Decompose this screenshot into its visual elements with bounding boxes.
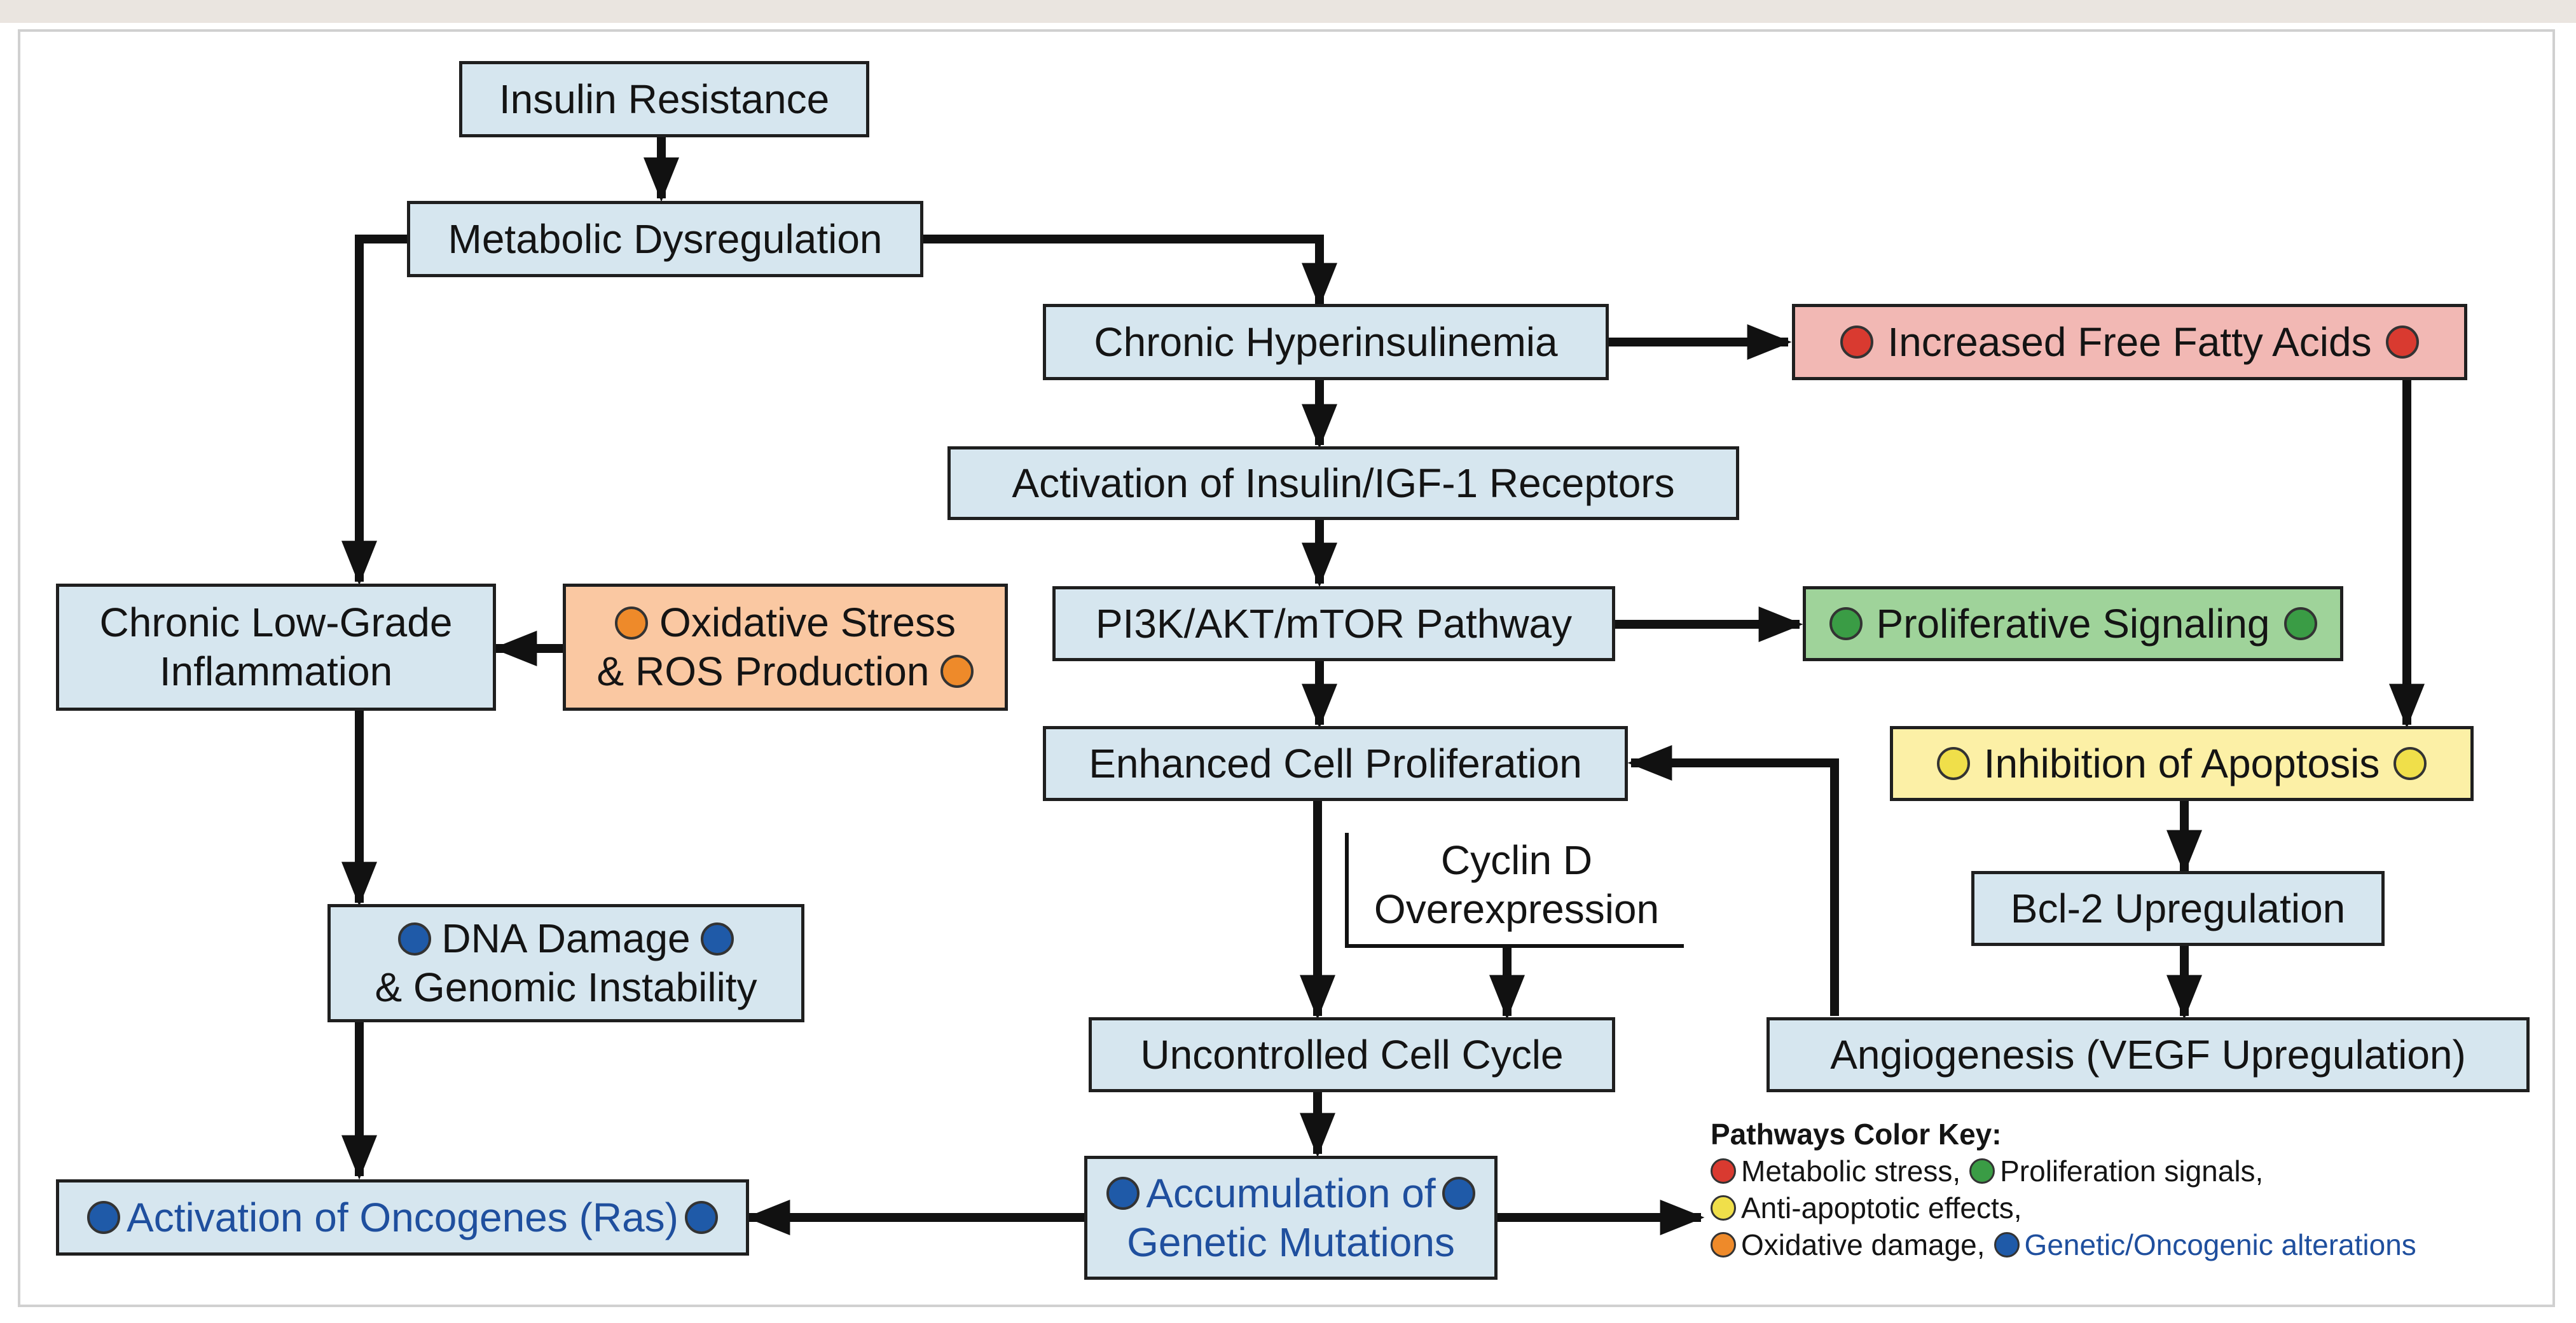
dna-row-2: & Genomic Instability xyxy=(375,964,757,1010)
box-receptor-activation: Activation of Insulin/IGF-1 Receptors xyxy=(947,446,1739,520)
color-key-title: Pathways Color Key: xyxy=(1711,1118,2002,1151)
box-oncogenes: Activation of Oncogenes (Ras) xyxy=(56,1179,749,1256)
box-receptor-activation-label: Activation of Insulin/IGF-1 Receptors xyxy=(1012,460,1675,506)
key-genetic-label: Genetic/Oncogenic alterations xyxy=(2024,1228,2416,1261)
box-oncogenes-label: Activation of Oncogenes (Ras) xyxy=(127,1194,678,1240)
box-genetic-mutations-content: Accumulation of Genetic Mutations xyxy=(1106,1169,1475,1267)
box-inflammation-line1: Chronic Low-Grade xyxy=(99,600,453,646)
box-proliferative-signaling-label: Proliferative Signaling xyxy=(1876,600,2270,647)
blue-dot-icon xyxy=(1994,1232,2020,1258)
box-uncontrolled-cell-cycle: Uncontrolled Cell Cycle xyxy=(1089,1017,1615,1092)
blue-dot-icon xyxy=(1442,1177,1475,1210)
cyclin-d-line2: Overexpression xyxy=(1374,886,1660,932)
key-anti-apoptotic-label: Anti-apoptotic effects, xyxy=(1741,1191,2022,1224)
orange-dot-icon xyxy=(1711,1232,1736,1258)
orange-dot-icon xyxy=(615,606,649,640)
box-bcl2-upregulation: Bcl-2 Upregulation xyxy=(1971,871,2385,946)
blue-dot-icon xyxy=(398,922,432,956)
dna-row-1: DNA Damage xyxy=(375,914,757,963)
arrow-md-to-inflammation xyxy=(341,235,407,586)
key-oxidative-label: Oxidative damage, xyxy=(1741,1228,1985,1261)
cyclin-d-label: Cyclin D Overexpression xyxy=(1354,836,1679,934)
yellow-dot-icon xyxy=(1936,747,1970,780)
box-insulin-resistance-label: Insulin Resistance xyxy=(499,76,830,122)
box-pi3k-pathway: PI3K/AKT/mTOR Pathway xyxy=(1052,586,1615,661)
box-inhibition-apoptosis-label: Inhibition of Apoptosis xyxy=(1983,740,2380,786)
green-dot-icon xyxy=(1969,1158,1995,1184)
box-angiogenesis-label: Angiogenesis (VEGF Upregulation) xyxy=(1830,1031,2466,1078)
box-oxidative-line1: Oxidative Stress xyxy=(659,600,956,646)
green-dot-icon xyxy=(2283,607,2317,640)
color-key-row-1: Metabolic stress, Proliferation signals, xyxy=(1711,1153,2416,1189)
box-insulin-resistance: Insulin Resistance xyxy=(459,61,869,137)
yellow-dot-icon xyxy=(1711,1195,1736,1221)
orange-dot-icon xyxy=(940,655,974,689)
arrow-md-to-hyper xyxy=(923,235,1337,308)
box-inhibition-apoptosis: Inhibition of Apoptosis xyxy=(1890,726,2474,801)
box-metabolic-dysregulation: Metabolic Dysregulation xyxy=(407,201,923,277)
cyclin-bracket xyxy=(1345,833,1684,948)
box-angiogenesis: Angiogenesis (VEGF Upregulation) xyxy=(1767,1017,2530,1092)
box-chronic-hyperinsulinemia-label: Chronic Hyperinsulinemia xyxy=(1094,319,1558,365)
box-inflammation-line2: Inflammation xyxy=(159,648,393,694)
box-inflammation-label: Chronic Low-Grade Inflammation xyxy=(100,598,453,696)
box-chronic-hyperinsulinemia: Chronic Hyperinsulinemia xyxy=(1043,304,1609,380)
oxidative-row-1: Oxidative Stress xyxy=(597,598,974,647)
box-free-fatty-acids: Increased Free Fatty Acids xyxy=(1792,304,2467,380)
red-dot-icon xyxy=(2385,326,2419,359)
box-inflammation: Chronic Low-Grade Inflammation xyxy=(56,584,496,711)
blue-dot-icon xyxy=(684,1201,718,1234)
blue-dot-icon xyxy=(700,922,734,956)
key-proliferation-label: Proliferation signals, xyxy=(2000,1155,2264,1188)
blue-dot-icon xyxy=(1106,1177,1140,1210)
box-uncontrolled-cell-cycle-label: Uncontrolled Cell Cycle xyxy=(1140,1031,1564,1078)
box-dna-line1: DNA Damage xyxy=(441,915,691,962)
oxidative-row-2: & ROS Production xyxy=(597,647,974,696)
color-key: Pathways Color Key: Metabolic stress, Pr… xyxy=(1711,1116,2416,1263)
arrow-angiogenesis-to-enhanced xyxy=(1627,745,1839,1016)
color-key-row-3: Oxidative damage, Genetic/Oncogenic alte… xyxy=(1711,1226,2416,1263)
red-dot-icon xyxy=(1711,1158,1736,1184)
box-oxidative-line2: & ROS Production xyxy=(596,648,930,694)
box-pi3k-pathway-label: PI3K/AKT/mTOR Pathway xyxy=(1095,600,1573,647)
color-key-row-2: Anti-apoptotic effects, xyxy=(1711,1189,2416,1226)
cyclin-d-line1: Cyclin D xyxy=(1440,837,1593,883)
blue-dot-icon xyxy=(87,1201,121,1234)
box-proliferative-signaling: Proliferative Signaling xyxy=(1803,586,2343,661)
box-oxidative-stress-content: Oxidative Stress & ROS Production xyxy=(597,598,974,696)
green-dot-icon xyxy=(1829,607,1863,640)
box-metabolic-dysregulation-label: Metabolic Dysregulation xyxy=(448,216,883,262)
box-bcl2-upregulation-label: Bcl-2 Upregulation xyxy=(2010,885,2346,931)
mutations-row-1: Accumulation of xyxy=(1106,1169,1475,1218)
key-metabolic-label: Metabolic stress, xyxy=(1741,1155,1961,1188)
box-dna-damage: DNA Damage & Genomic Instability xyxy=(327,904,804,1022)
box-oxidative-stress: Oxidative Stress & ROS Production xyxy=(563,584,1008,711)
box-dna-damage-content: DNA Damage & Genomic Instability xyxy=(375,914,757,1012)
box-free-fatty-acids-label: Increased Free Fatty Acids xyxy=(1887,319,2372,365)
red-dot-icon xyxy=(1840,326,1874,359)
top-strip xyxy=(0,0,2576,23)
box-mutations-line1: Accumulation of xyxy=(1146,1170,1436,1216)
mutations-row-2: Genetic Mutations xyxy=(1127,1219,1455,1265)
yellow-dot-icon xyxy=(2393,747,2427,780)
box-enhanced-proliferation-label: Enhanced Cell Proliferation xyxy=(1089,740,1582,786)
box-enhanced-proliferation: Enhanced Cell Proliferation xyxy=(1043,726,1628,801)
box-genetic-mutations: Accumulation of Genetic Mutations xyxy=(1084,1156,1498,1280)
